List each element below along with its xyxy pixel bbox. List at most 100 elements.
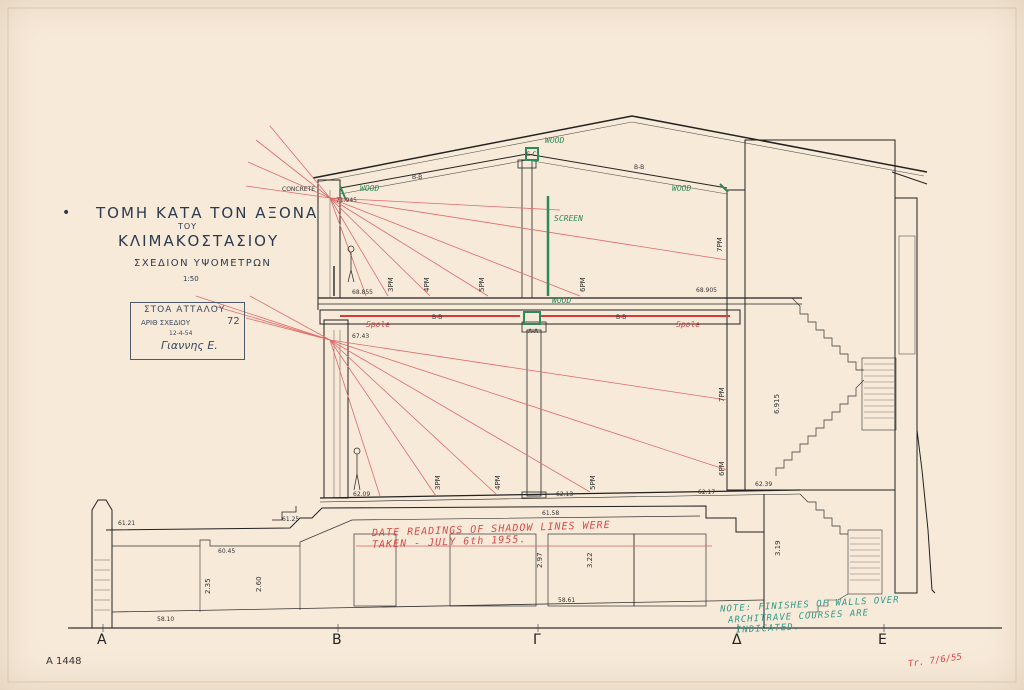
shadow-time-label: 4PM <box>423 277 431 292</box>
stair-lower-landing <box>847 529 883 595</box>
elevation-label: 58.10 <box>157 616 175 623</box>
green-label-wood: WOOD <box>360 184 380 193</box>
left-wall-lower <box>323 319 349 499</box>
shadow-time-label: 4PM <box>494 475 502 490</box>
elevation-label: 62.09 <box>353 491 371 498</box>
drawing-stamp: ΣΤΟΑ ΑΤΤΑΛΟΥ ΑΡΙΘ ΣΧΕΔΙΟΥ 72 12-4-54 Για… <box>130 302 245 360</box>
shadow-time-label: 5PM <box>589 475 597 490</box>
stair-flight-lower <box>799 493 848 535</box>
lower-floor-2 <box>319 493 801 503</box>
right-inner-wall <box>726 189 746 491</box>
elevation-label: 62.17 <box>698 489 716 496</box>
dimension-label: 2.97 <box>536 552 544 568</box>
roof-outline <box>312 115 928 179</box>
green-label-wood: WOOD <box>545 136 565 145</box>
elevation-label: 61.58 <box>542 510 560 517</box>
roof-eave-right <box>891 171 928 185</box>
shadow-time-label: 6PM <box>579 277 587 292</box>
stair-landing-hatch <box>864 363 894 419</box>
grid-label-g: Γ <box>533 632 541 648</box>
shadow-lines-upper <box>245 125 728 297</box>
shadow-time-label: 3PM <box>387 277 395 292</box>
left-retaining-wall <box>91 499 113 628</box>
title-scale: 1:50 <box>183 275 199 283</box>
shadow-time-label: 7PM <box>716 237 724 252</box>
title-bullet: • <box>62 205 71 221</box>
title-line-3: ΚΛΙΜΑΚΟΣΤΑΣΙΟΥ <box>118 232 280 250</box>
section-mark: A-A <box>528 328 539 335</box>
stair-tower-base <box>916 429 936 594</box>
green-label-screen: SCREEN <box>554 214 583 223</box>
lower-column-capital <box>521 321 547 333</box>
section-mark: B-B <box>432 314 443 321</box>
shadow-time-label: 7PM <box>718 387 726 402</box>
basement-floor <box>111 599 765 613</box>
green-label-wood: WOOD <box>672 184 692 193</box>
title-line-4: ΣΧΕΔΙΟΝ ΥΨΟΜΕΤΡΩΝ <box>134 258 272 269</box>
human-figure-upper <box>347 245 355 283</box>
green-wood-beam-right <box>719 183 729 193</box>
elevation-label: 61.21 <box>118 520 136 527</box>
roof-outline-inner <box>317 121 925 183</box>
stamp-signature: Γιαννης Ε. <box>161 339 218 352</box>
elevation-label: 61.25 <box>282 516 300 523</box>
section-mark: B-B <box>412 174 423 181</box>
stair-tower-right-wall <box>894 197 918 594</box>
red-label-spole: Spole <box>676 320 701 329</box>
stamp-line-2: ΑΡΙΘ ΣΧΕΔΙΟΥ <box>141 319 191 327</box>
shadow-lines-lower <box>195 295 728 497</box>
shadow-time-label: 6PM <box>718 461 726 476</box>
material-label: CONCRETE <box>282 186 316 193</box>
lower-column <box>526 329 542 497</box>
title-line-2: ΤΟΥ <box>178 222 198 231</box>
elevation-label: 67.43 <box>352 333 370 340</box>
basement-room-line <box>112 515 701 547</box>
section-mark: B-B <box>616 314 627 321</box>
basement-cells <box>353 533 707 607</box>
green-wood-cap <box>525 147 539 161</box>
red-label-spole: Spole <box>366 320 391 329</box>
dimension-label: 2.35 <box>204 578 212 594</box>
green-wood-beam-mid <box>523 311 541 325</box>
stamp-date: 12-4-54 <box>169 330 193 337</box>
stair-flight-mid <box>775 379 865 476</box>
elevation-label: 58.61 <box>558 597 576 604</box>
dimension-label: 6.915 <box>773 393 781 414</box>
foundation-top <box>105 505 764 533</box>
grid-label-e: Ε <box>878 632 887 648</box>
dimension-label: 2.60 <box>255 576 263 592</box>
section-mark: C-C <box>526 151 537 158</box>
green-wood-beam-left <box>339 185 347 201</box>
title-line-1: ΤΟΜΗ ΚΑΤΑ ΤΟΝ ΑΞΟΝΑ <box>96 204 319 222</box>
shadow-time-label: 3PM <box>434 475 442 490</box>
sheet-border <box>7 7 1017 683</box>
grid-label-a: Α <box>97 632 107 648</box>
left-wall-masonry <box>94 559 110 611</box>
stamp-number: 72 <box>227 316 240 327</box>
human-figure-lower <box>353 447 361 491</box>
section-mark: B-B <box>634 164 645 171</box>
dimension-label: 3.19 <box>774 540 782 556</box>
stair-tower-panel <box>898 235 916 355</box>
stamp-line-1: ΣΤΟΑ ΑΤΤΑΛΟΥ <box>144 305 226 315</box>
stair-lower-hatch <box>850 537 880 581</box>
green-label-wood: WOOD <box>552 296 572 305</box>
stair-tower <box>744 139 896 491</box>
foundation-steps <box>272 506 297 521</box>
stair-flight-bottom <box>808 593 849 613</box>
elevation-label: 62.39 <box>755 481 773 488</box>
elevation-label: 71.945 <box>336 197 357 204</box>
grid-label-d: Δ <box>732 632 742 648</box>
elevation-label: 68.855 <box>352 289 373 296</box>
grid-label-b: Β <box>332 632 342 648</box>
stair-flight-upper <box>791 297 864 371</box>
shadow-time-label: 5PM <box>478 277 486 292</box>
elevation-label: 60.45 <box>218 548 236 555</box>
elevation-label: 62.13 <box>556 491 574 498</box>
elevation-label: 68.905 <box>696 287 717 294</box>
sheet-number: A 1448 <box>46 656 82 667</box>
lower-floor <box>319 489 801 499</box>
stair-landing <box>861 357 897 431</box>
grid-axis-ticks <box>102 624 885 632</box>
